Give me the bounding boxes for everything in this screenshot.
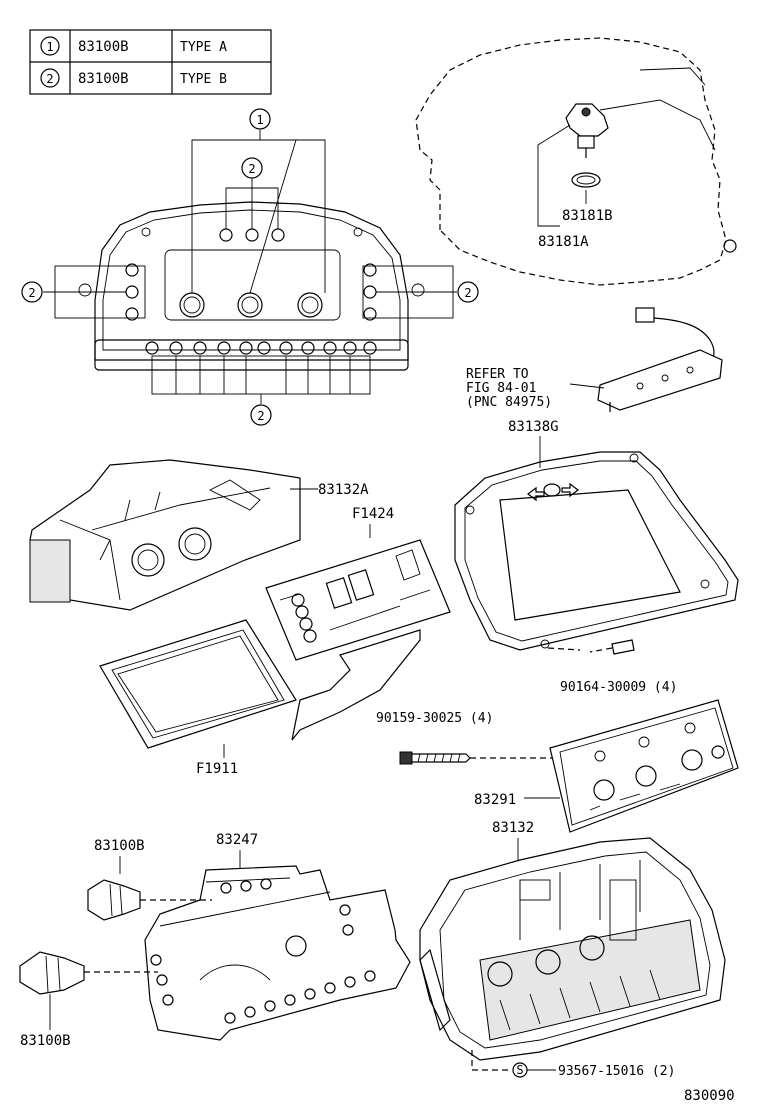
label-F1911: F1911 bbox=[196, 761, 238, 777]
screw-90164 bbox=[547, 639, 635, 655]
callout-1-text: 1 bbox=[256, 113, 263, 127]
refer-line-2: FIG 84-01 bbox=[466, 381, 536, 396]
legend-table: 1 83100B TYPE A 2 83100B TYPE B bbox=[29, 29, 272, 95]
label-83181A: 83181A bbox=[538, 234, 589, 250]
label-93567-15016: 93567-15016 (2) bbox=[558, 1064, 675, 1079]
callout-2-left-text: 2 bbox=[28, 286, 35, 300]
callout-2-top-icon bbox=[241, 157, 263, 179]
refer-line-1: REFER TO bbox=[466, 367, 529, 382]
label-83291: 83291 bbox=[474, 792, 516, 808]
housing-83132A bbox=[29, 459, 318, 611]
bulb-socket-lower bbox=[19, 951, 158, 995]
screw-93567-leader bbox=[471, 1050, 512, 1071]
refer-line-3: (PNC 84975) bbox=[466, 395, 552, 410]
s-symbol-text: S bbox=[516, 1063, 523, 1077]
label-83100B-lower: 83100B bbox=[20, 1033, 71, 1049]
label-83138G: 83138G bbox=[508, 419, 559, 435]
callout-2-right-text: 2 bbox=[464, 286, 471, 300]
bottom-socket-row bbox=[145, 341, 377, 395]
o-ring-part bbox=[571, 172, 601, 188]
label-83247: 83247 bbox=[216, 832, 258, 848]
legend-row2-num: 2 bbox=[46, 72, 53, 86]
callout-2-top-text: 2 bbox=[248, 162, 255, 176]
legend-row1-part: 83100B bbox=[78, 39, 129, 55]
meter-housing-front bbox=[43, 130, 457, 404]
callout-2-bottom-text: 2 bbox=[257, 409, 264, 423]
meter-glass-part bbox=[454, 451, 739, 651]
label-83100B-upper: 83100B bbox=[94, 838, 145, 854]
meter-wire-harness bbox=[569, 307, 723, 412]
label-90164-30009: 90164-30009 (4) bbox=[560, 680, 677, 695]
label-83132A: 83132A bbox=[318, 482, 369, 498]
circuit-board-83291 bbox=[549, 699, 739, 833]
callout-1-icon bbox=[249, 108, 271, 130]
legend-row2-type: TYPE B bbox=[180, 72, 227, 87]
legend-callout-2-icon bbox=[40, 68, 60, 88]
label-83132: 83132 bbox=[492, 820, 534, 836]
screw-90159 bbox=[399, 751, 560, 765]
meter-case-83132 bbox=[419, 837, 726, 1061]
label-90159-30025: 90159-30025 (4) bbox=[376, 711, 493, 726]
lens-F1911 bbox=[99, 619, 297, 749]
legend-row1-num: 1 bbox=[46, 40, 53, 54]
transmission-outline bbox=[415, 37, 737, 286]
drawing-number: 830090 bbox=[684, 1088, 735, 1104]
legend-row2-part: 83100B bbox=[78, 71, 129, 87]
label-83181B: 83181B bbox=[562, 208, 613, 224]
callout-2-left-icon bbox=[21, 281, 43, 303]
bulb-socket-upper bbox=[87, 879, 212, 921]
callout-2-bottom-icon bbox=[250, 404, 272, 426]
dial-plate-F1424 bbox=[265, 539, 451, 741]
callout-2-right-icon bbox=[457, 281, 479, 303]
plate-83247 bbox=[144, 865, 411, 1041]
legend-callout-1-icon bbox=[40, 36, 60, 56]
speed-sensor-part bbox=[537, 103, 609, 227]
legend-row1-type: TYPE A bbox=[180, 40, 227, 55]
label-F1424: F1424 bbox=[352, 506, 394, 522]
